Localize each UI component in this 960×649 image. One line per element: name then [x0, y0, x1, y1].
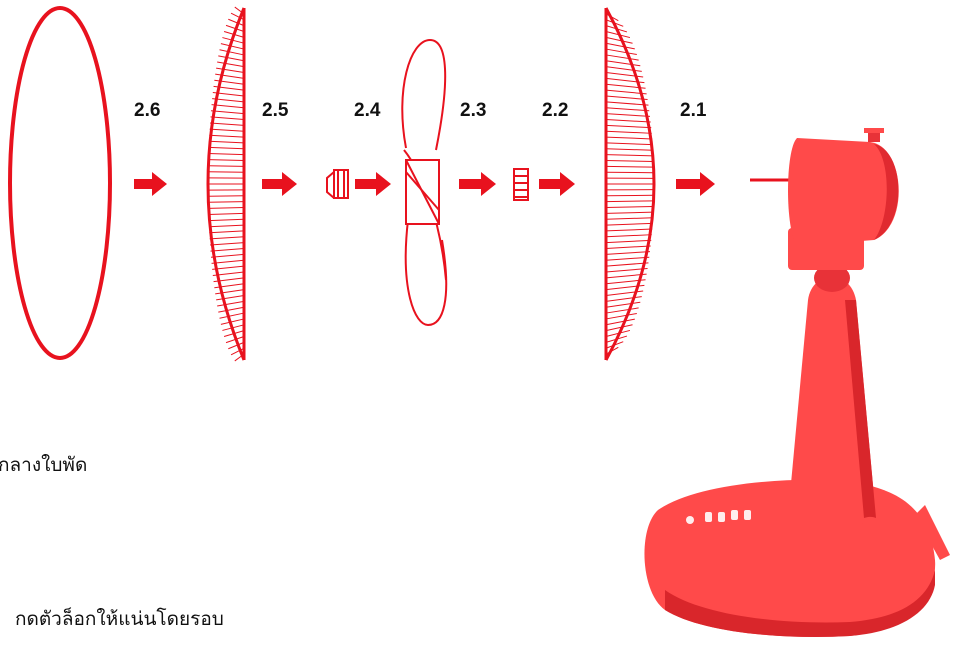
grille-wire — [606, 263, 648, 266]
grille-wire — [606, 229, 652, 231]
grille-wire — [208, 202, 244, 203]
instruction-note: กดตัวล็อกให้แน่นโดยรอบ — [15, 604, 224, 634]
arrow — [459, 172, 496, 196]
grille-wire — [606, 308, 639, 313]
grille-wire — [210, 237, 244, 239]
grille-wire — [210, 243, 244, 245]
grille-wire — [220, 313, 244, 318]
grille-wire — [221, 44, 244, 49]
grille-wire — [606, 143, 653, 145]
arrow — [355, 172, 391, 196]
grille-wire — [210, 129, 244, 131]
arrow — [262, 172, 297, 196]
grille-wire — [209, 153, 244, 154]
grille-wire — [209, 225, 244, 227]
grille-wire — [209, 213, 244, 214]
grille-wire — [606, 137, 652, 139]
grille-wire — [221, 319, 244, 324]
grille-wire — [606, 218, 653, 219]
fan-body — [644, 128, 950, 637]
grille-wire — [606, 73, 643, 77]
grille-wire — [208, 166, 244, 167]
grille-wire — [606, 212, 653, 213]
step-label-2-1: 2.1 — [680, 100, 706, 122]
grille-wire — [606, 207, 654, 208]
grille-wire — [606, 240, 651, 242]
fan-blade — [402, 40, 446, 325]
grille-wire — [209, 135, 244, 137]
grille-wire — [606, 314, 637, 319]
grille-wire — [211, 254, 244, 257]
grille-wire — [606, 297, 642, 302]
grille-wire — [606, 325, 633, 331]
grille-wire — [606, 114, 650, 117]
grille-wire — [215, 290, 244, 294]
instruction-note: กลางใบพัด — [0, 450, 87, 480]
grille-wire — [211, 117, 244, 120]
grille-wire — [606, 37, 633, 43]
grille-wire — [606, 102, 648, 105]
grille-wire — [209, 141, 244, 143]
arrow — [539, 172, 575, 196]
grille-wire — [606, 246, 651, 249]
grille-wire — [606, 223, 653, 225]
grille-wire — [211, 111, 244, 114]
grille-wire — [606, 252, 650, 255]
front-ring — [10, 8, 110, 358]
grille-wire — [606, 131, 652, 133]
grille-wire — [218, 307, 244, 312]
grille-wire — [216, 295, 244, 299]
rear-grille — [606, 8, 654, 360]
step-label-2-2: 2.2 — [542, 100, 568, 122]
grille-wire — [210, 123, 244, 125]
grille-wire — [218, 56, 244, 61]
grille-wire — [208, 207, 244, 208]
blade-nut — [514, 169, 528, 200]
step-label-2-5: 2.5 — [262, 100, 288, 122]
grille-wire — [606, 125, 651, 127]
grille-wire — [606, 149, 653, 150]
grille-wire — [220, 50, 244, 55]
arrow — [676, 172, 715, 196]
grille-wire — [606, 201, 654, 202]
grille-wire — [209, 219, 244, 220]
grille-wire — [209, 231, 244, 233]
grille-wire — [606, 49, 637, 54]
grille-wire — [606, 257, 649, 260]
grille-wire — [215, 74, 244, 78]
grille-wire — [217, 62, 244, 67]
front-grille — [208, 7, 244, 361]
grille-wire — [606, 302, 640, 307]
grille-wire — [606, 67, 642, 72]
grille-wire — [606, 43, 635, 49]
grille-wire — [208, 160, 244, 161]
grille-wire — [606, 55, 639, 60]
grille-wire — [606, 166, 654, 167]
grille-wire — [606, 108, 649, 111]
arrow — [134, 172, 167, 196]
grille-wire — [606, 235, 652, 237]
grille-wire — [209, 147, 244, 148]
grille-wire — [606, 61, 640, 66]
grille-wire — [606, 161, 654, 162]
spinner-cap — [327, 170, 348, 198]
grille-wire — [606, 319, 635, 325]
step-label-2-4: 2.4 — [354, 100, 380, 122]
grille-wire — [606, 119, 651, 122]
grille-wire — [606, 291, 643, 295]
grille-wire — [217, 301, 244, 306]
grille-wire — [216, 68, 244, 72]
step-label-2-3: 2.3 — [460, 100, 486, 122]
grille-wire — [606, 155, 653, 156]
step-label-2-6: 2.6 — [134, 100, 160, 122]
grille-wire — [211, 249, 244, 252]
